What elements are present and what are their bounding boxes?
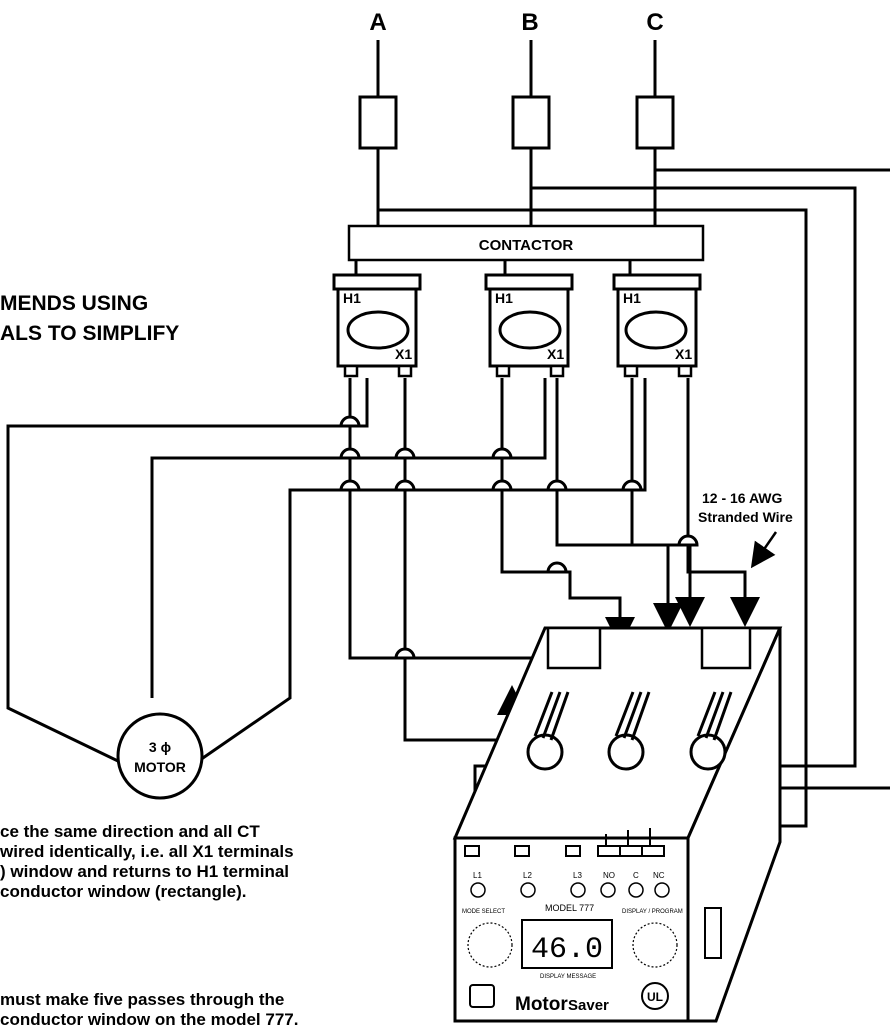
instruction-line-6: conductor window on the model 777. <box>0 1010 299 1029</box>
instruction-line-2: wired identically, i.e. all X1 terminals <box>0 842 294 861</box>
heading-line-2: ALS TO SIMPLIFY <box>0 322 180 345</box>
instruction-line-1: ce the same direction and all CT <box>0 822 260 841</box>
motor-phase-label: 3 ϕ <box>149 739 171 755</box>
display-value: 46.0 <box>531 933 603 967</box>
ul-logo <box>641 982 669 1010</box>
display-program-dial <box>632 922 678 968</box>
device-terminal-screws <box>470 882 670 898</box>
model-label: MODEL 777 <box>545 903 594 913</box>
brand-name: Motor <box>515 994 568 1015</box>
ct-2-x1-label: X1 <box>547 346 564 362</box>
device-terminal-c: C <box>633 871 639 880</box>
mode-select-label: MODE SELECT <box>462 909 505 915</box>
phase-label-c: C <box>646 9 663 36</box>
device-terminal-no: NO <box>603 871 615 880</box>
wire-note-arrow <box>750 531 778 569</box>
display-program-label: DISPLAY / PROGRAM <box>622 909 683 915</box>
phase-label-b: B <box>521 9 538 36</box>
heading-note: MENDS USING ALS TO SIMPLIFY <box>0 289 179 349</box>
instructions-block-1: ce the same direction and all CT wired i… <box>0 822 294 902</box>
display-message-label: DISPLAY MESSAGE <box>540 974 596 980</box>
ct-1 <box>332 273 422 378</box>
instructions-block-2: must make five passes through the conduc… <box>0 990 298 1030</box>
motor-label: MOTOR <box>134 759 186 775</box>
instruction-line-5: must make five passes through the <box>0 990 285 1009</box>
device-button <box>469 984 495 1008</box>
ct-3 <box>612 273 702 378</box>
ct-1-x1-label: X1 <box>395 346 412 362</box>
phase-label-a: A <box>369 9 386 36</box>
device-terminal-l3: L3 <box>573 871 582 880</box>
fuse-b <box>511 95 551 150</box>
fuse-c <box>635 95 675 150</box>
mode-select-dial <box>467 922 513 968</box>
motor <box>116 712 204 800</box>
contactor-label: CONTACTOR <box>479 237 574 254</box>
device-terminal-l2: L2 <box>523 871 532 880</box>
device-display <box>521 919 613 969</box>
fuse-a <box>358 95 398 150</box>
heading-line-1: MENDS USING <box>0 292 149 315</box>
ul-logo-text: UL <box>647 990 663 1004</box>
ct-1-h1-label: H1 <box>343 290 361 306</box>
ct-2-h1-label: H1 <box>495 290 513 306</box>
ct-2 <box>484 273 574 378</box>
wire-type-label: Stranded Wire <box>698 509 793 525</box>
wire-size-label: 12 - 16 AWG <box>702 490 783 506</box>
contactor-block <box>347 224 705 262</box>
device-terminal-l1: L1 <box>473 871 482 880</box>
brand-suffix: Saver <box>568 997 609 1014</box>
ct-3-h1-label: H1 <box>623 290 641 306</box>
instruction-line-4: conductor window (rectangle). <box>0 882 247 901</box>
ct-3-x1-label: X1 <box>675 346 692 362</box>
device-terminal-nc: NC <box>653 871 665 880</box>
instruction-line-3: ) window and returns to H1 terminal <box>0 862 290 881</box>
crossover-hops <box>339 415 699 660</box>
